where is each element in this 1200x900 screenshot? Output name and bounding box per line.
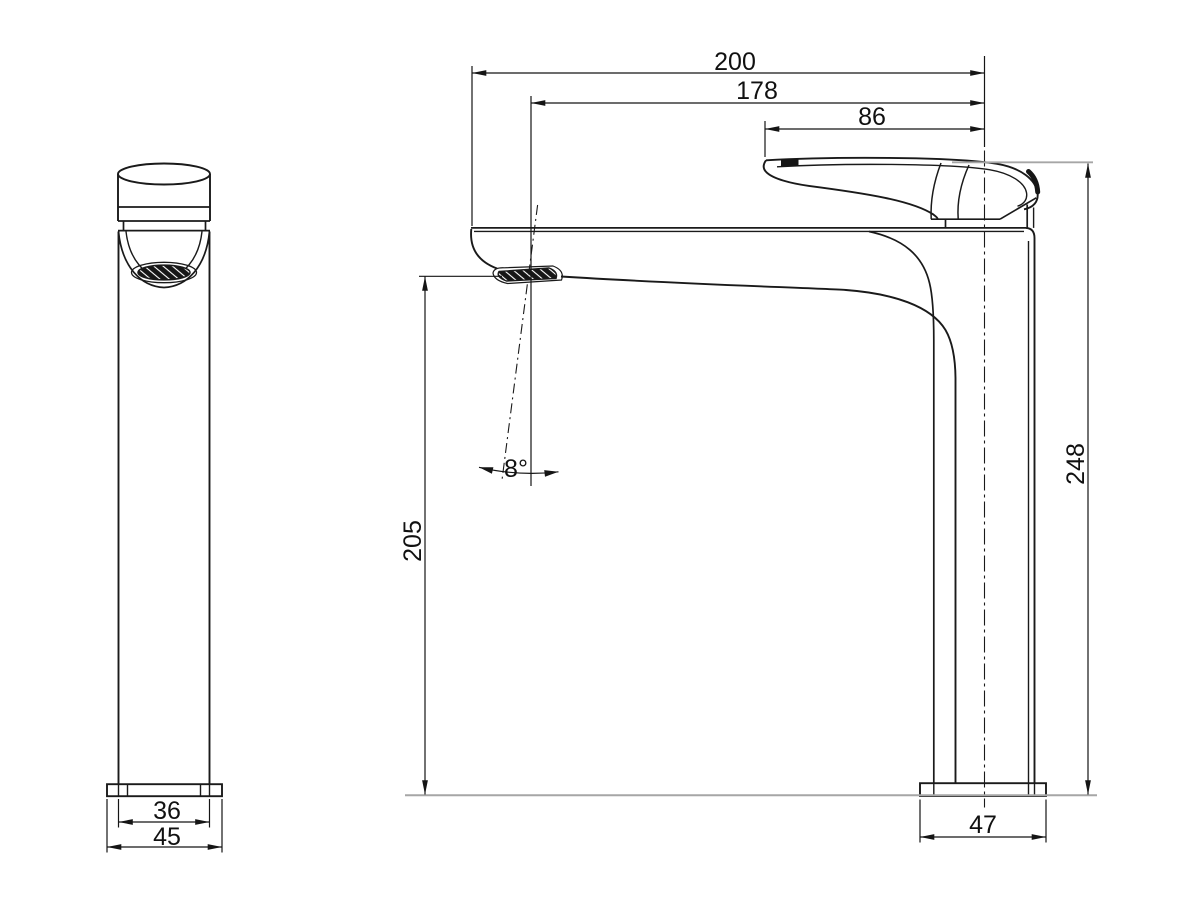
body-right-edge-outer [1025, 226, 1036, 784]
angle-arrow-left [479, 467, 494, 474]
base-plate-side-details [933, 783, 1036, 796]
front-view [106, 162, 223, 798]
extension-lines-base-width [106, 799, 223, 853]
datum-lines [405, 161, 1097, 797]
spout-underside [560, 275, 957, 784]
handle-lever-underside [762, 159, 939, 220]
handle-lever-inner [776, 163, 1028, 207]
dim-overall-reach-label: 200 [714, 48, 756, 76]
handle-grip-curve-front [930, 162, 942, 220]
dim-base-depth-label: 47 [969, 811, 997, 839]
neck-band [122, 221, 207, 231]
handle-cap-sides [117, 174, 211, 221]
side-view [470, 150, 1047, 808]
base-plate-side [919, 782, 1047, 797]
handle-grip-curve-back [957, 164, 970, 220]
aerator-front [137, 264, 191, 281]
base-plate-front-details [117, 784, 211, 797]
body-column-front [117, 231, 211, 784]
angle-arrow-right [544, 470, 559, 477]
spout-axis-line [501, 204, 539, 481]
handle-lever-top [765, 156, 1039, 211]
handle-tip-mark [781, 158, 799, 167]
dimensions: 200 178 86 248 205 8° 47 36 45 [106, 48, 1091, 853]
aerator-outline-side [492, 265, 563, 285]
riser-front-edge [868, 230, 935, 784]
dim-spout-angle-label: 8° [504, 455, 528, 483]
spout-tip-curve [470, 228, 498, 270]
handle-corner-mark [1026, 169, 1041, 195]
dim-handle-reach-label: 86 [858, 103, 886, 131]
dim-body-width-label: 36 [153, 797, 181, 825]
handle-cap-top [117, 162, 211, 186]
spout-bowl-outer [117, 231, 211, 289]
handle-back-chamfer [999, 197, 1037, 220]
aerator-side [497, 267, 558, 282]
dim-base-width-label: 45 [153, 823, 181, 851]
dim-outlet-height-label: 205 [399, 520, 427, 562]
base-plate-front [106, 783, 223, 798]
aerator-outline-front [130, 261, 198, 284]
dim-spout-reach-label: 178 [736, 77, 778, 105]
dim-overall-height-label: 248 [1062, 443, 1090, 485]
